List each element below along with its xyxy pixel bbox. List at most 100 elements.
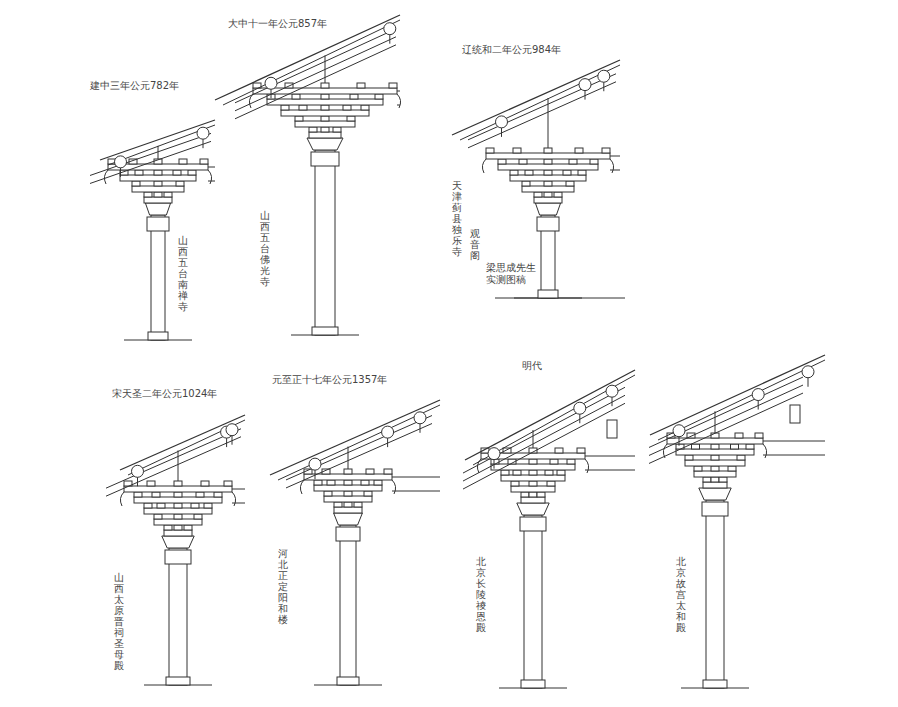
purlin-strut xyxy=(420,424,421,433)
bracket-block xyxy=(547,481,555,486)
purlin-strut xyxy=(808,378,809,387)
bracket-block xyxy=(602,148,610,153)
purlin-strut xyxy=(603,82,604,91)
cantilever xyxy=(235,29,396,103)
purlin-strut xyxy=(579,414,580,423)
cantilever xyxy=(286,416,432,480)
bracket-block xyxy=(711,444,719,449)
bracket-block xyxy=(544,159,552,164)
roof-line xyxy=(100,120,215,160)
arm-curve xyxy=(585,459,589,473)
column xyxy=(151,215,165,340)
bracket-block xyxy=(292,94,300,99)
bracket-block xyxy=(196,492,204,497)
bracket-block xyxy=(557,470,565,475)
bracket-block xyxy=(144,192,152,197)
bracket-arm xyxy=(676,449,754,455)
hanging-block xyxy=(790,405,800,423)
lintel xyxy=(165,550,191,564)
bracket-block xyxy=(384,469,392,474)
bracket-arm xyxy=(501,475,565,481)
site-label: 观音阁 xyxy=(470,228,480,261)
beam xyxy=(392,477,440,478)
bracket-arm xyxy=(144,197,172,203)
bracket-block xyxy=(545,470,553,475)
purlin xyxy=(309,458,321,470)
bracket-arm xyxy=(498,164,598,170)
bracket-block xyxy=(214,492,222,497)
site-label: 天津蓟县独乐寺 xyxy=(452,180,462,257)
bracket-block xyxy=(554,192,562,197)
bracket-block xyxy=(364,491,372,496)
bracket-block xyxy=(685,455,693,460)
bracket-block xyxy=(154,192,162,197)
arm-curve xyxy=(482,159,486,173)
bracket-arm xyxy=(144,508,212,514)
bracket-block xyxy=(544,148,552,153)
purlin-strut xyxy=(387,438,388,447)
cantilever xyxy=(90,133,211,175)
purlin-strut xyxy=(389,35,390,44)
bracket-block xyxy=(755,433,763,438)
rafter-line xyxy=(473,375,635,465)
purlin xyxy=(574,402,586,414)
purlin xyxy=(802,366,814,378)
post xyxy=(715,411,716,433)
bracket-block xyxy=(157,503,165,508)
bracket-block xyxy=(498,159,506,164)
bracket-block xyxy=(147,481,155,486)
bracket-block xyxy=(719,477,727,482)
roof-line xyxy=(120,415,245,470)
bracket-arm xyxy=(522,186,574,192)
purlin-strut xyxy=(120,168,121,177)
bracket-block xyxy=(174,492,182,497)
lintel xyxy=(537,217,559,231)
bracket-block xyxy=(194,514,202,519)
bracket-block xyxy=(343,105,351,110)
bracket-block xyxy=(544,181,552,186)
arm-curve xyxy=(397,94,401,108)
bracket-block xyxy=(525,170,533,175)
bracket-block xyxy=(295,116,303,121)
arm-curve xyxy=(208,170,212,184)
bracket-block xyxy=(366,469,374,474)
post xyxy=(178,450,179,481)
bracket-block xyxy=(544,170,552,175)
bracket-block xyxy=(501,470,509,475)
rafter-line xyxy=(223,20,400,105)
lintel xyxy=(336,527,360,541)
bracket-block xyxy=(529,492,537,497)
bracket-block xyxy=(321,83,329,88)
bracket-block xyxy=(344,469,352,474)
cantilever xyxy=(90,141,211,183)
bracket-block xyxy=(522,181,530,186)
bracket-arm xyxy=(534,197,562,203)
bracket-set xyxy=(215,15,401,335)
bracket-arm xyxy=(154,519,202,525)
bracket-block xyxy=(529,481,537,486)
purlin-strut xyxy=(585,91,586,100)
bracket-block xyxy=(544,192,552,197)
bracket-block xyxy=(135,170,143,175)
bracket-block xyxy=(354,502,362,507)
bracket-block xyxy=(174,525,182,530)
column-base xyxy=(312,327,338,335)
bracket-block xyxy=(511,481,519,486)
beam xyxy=(397,105,400,106)
beam xyxy=(232,489,245,490)
bracket-arm xyxy=(510,175,586,181)
bracket-block xyxy=(334,502,342,507)
column-base xyxy=(703,680,727,688)
bracket-block xyxy=(519,159,527,164)
beam xyxy=(397,91,400,92)
bracket-block xyxy=(521,492,529,497)
beam xyxy=(763,441,825,442)
purlin-strut xyxy=(758,401,759,410)
bracket-block xyxy=(321,105,329,110)
bracket-block xyxy=(737,455,745,460)
bracket-arm xyxy=(314,485,382,491)
bracket-block xyxy=(694,466,702,471)
note-label: 梁思成先生 实测图稿 xyxy=(486,262,539,286)
rafter-line xyxy=(128,420,245,475)
purlin xyxy=(226,424,238,436)
